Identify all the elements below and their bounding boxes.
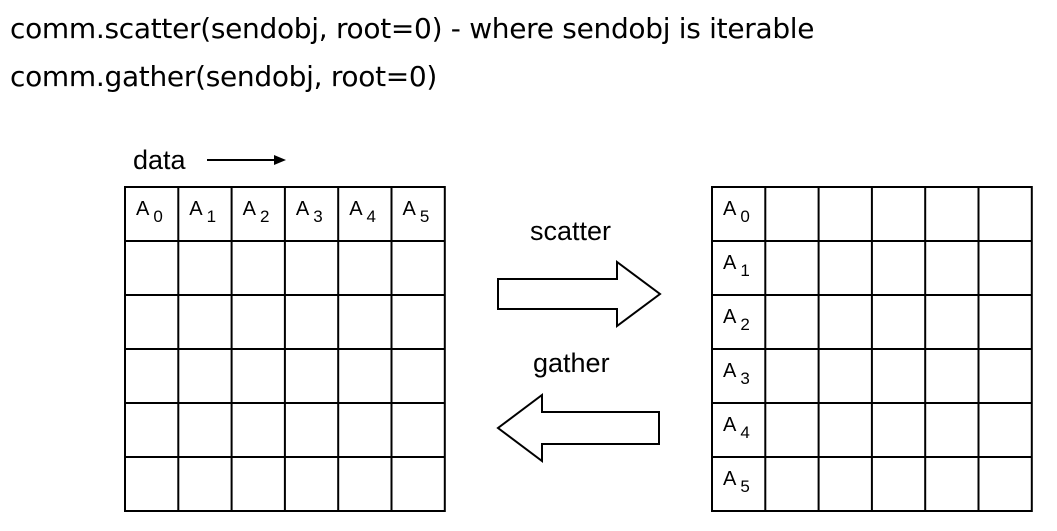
data-label: data <box>133 145 187 175</box>
gather-label: gather <box>533 348 610 378</box>
scatter-signature-text: comm.scatter(sendobj, root=0) - where se… <box>10 12 815 45</box>
gather-signature-text: comm.gather(sendobj, root=0) <box>10 60 438 93</box>
gather-arrow <box>496 393 660 463</box>
scatter-arrow <box>497 260 662 328</box>
scatter-label: scatter <box>530 216 611 246</box>
data-arrow <box>207 155 286 165</box>
